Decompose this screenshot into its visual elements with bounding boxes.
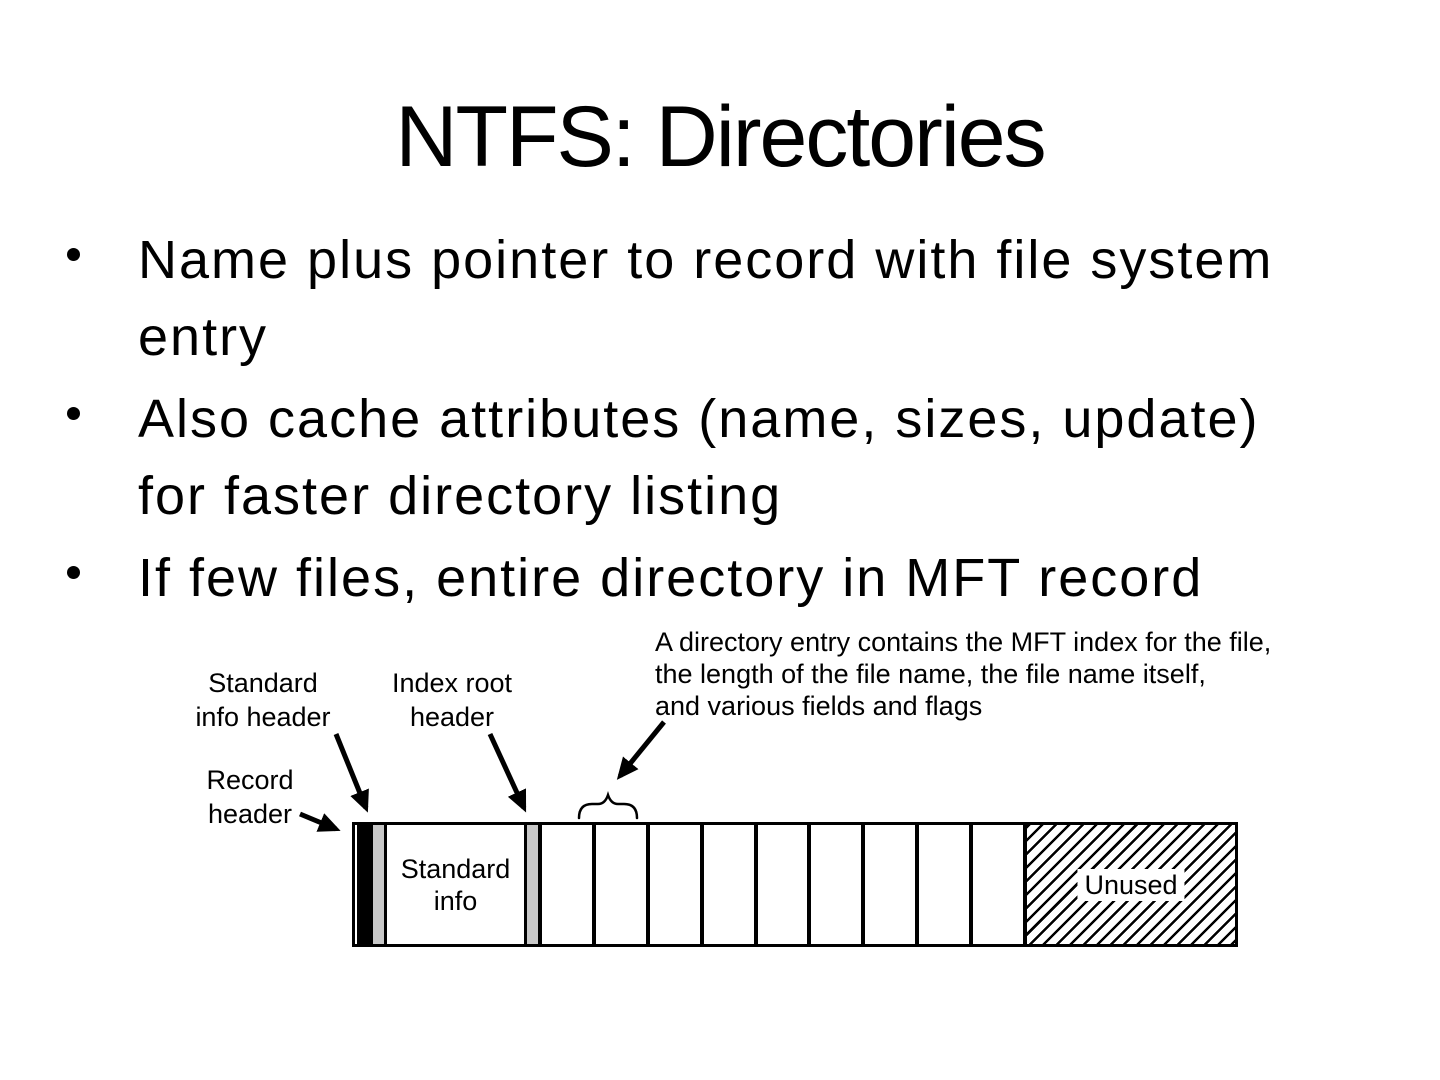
bullet-icon <box>67 248 80 261</box>
bullet-text: Name plus pointer to record with file sy… <box>138 230 1274 367</box>
index-root-header-bar <box>527 825 538 944</box>
directory-entry-annotation: A directory entry contains the MFT index… <box>655 627 1272 721</box>
directory-entry-cell <box>915 825 970 944</box>
bullet-list: Name plus pointer to record with file sy… <box>67 222 1367 622</box>
divider-line <box>384 825 387 944</box>
standard-info-cell: Standard info <box>387 825 524 944</box>
slide-title: NTFS: Directories <box>395 89 1046 185</box>
directory-entry-brace <box>577 791 639 820</box>
directory-entry-cell <box>807 825 862 944</box>
standard-info-header-arrow <box>333 733 369 813</box>
directory-entry-cell <box>969 825 1024 944</box>
index-root-header-label: Index root header <box>391 668 513 732</box>
bullet-item: Name plus pointer to record with file sy… <box>67 222 1367 376</box>
index-root-header-arrow <box>487 732 527 813</box>
bullet-item: Also cache attributes (name, sizes, upda… <box>67 381 1367 535</box>
bullet-item: If few files, entire directory in MFT re… <box>67 540 1367 617</box>
divider-line <box>524 825 527 944</box>
directory-entry-cell <box>753 825 808 944</box>
mft-record-diagram: Standard info Unused <box>352 822 1238 947</box>
standard-info-header-bar <box>373 825 384 944</box>
directory-entry-cell <box>538 825 592 944</box>
standard-info-header-label: Standard info header <box>195 668 331 732</box>
bullet-icon <box>67 566 80 579</box>
directory-entry-cell <box>645 825 700 944</box>
bullet-icon <box>67 407 80 420</box>
unused-region: Unused <box>1023 825 1235 944</box>
bullet-text: Also cache attributes (name, sizes, upda… <box>138 389 1260 526</box>
annotation-arrow <box>616 720 666 780</box>
directory-entry-cells <box>538 825 1024 944</box>
directory-entry-cell <box>591 825 646 944</box>
record-bar-edge-gap <box>355 825 357 944</box>
directory-entry-cell <box>861 825 916 944</box>
unused-label: Unused <box>1077 868 1185 901</box>
directory-entry-cell <box>699 825 754 944</box>
record-header-label: Record header <box>206 765 294 829</box>
bullet-text: If few files, entire directory in MFT re… <box>138 548 1204 608</box>
record-header-bar <box>357 825 373 944</box>
